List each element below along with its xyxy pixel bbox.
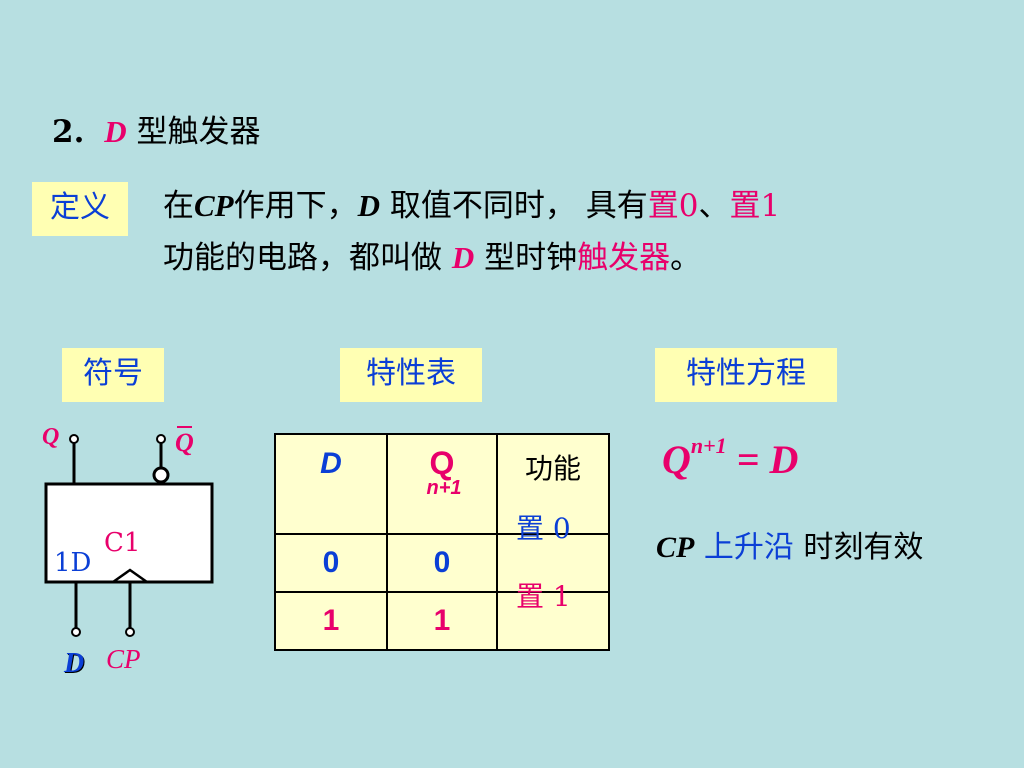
truth-table: D Q n+1 功能 0 0 1 1 [274,433,610,651]
definition-text: 在CP作用下，D 取值不同时， 具有置0、置1 功能的电路，都叫做 D 型时钟触… [163,180,963,284]
equation-q: Q [662,437,691,482]
symbol-label: 符号 [62,348,164,402]
symbol-cp-input-label: CP [106,644,141,674]
d-flip-flop-symbol [44,434,214,637]
equation-rhs: = D [726,437,799,482]
cp-input-terminal [125,627,135,637]
heading-d: D [104,114,127,149]
definition-line-2: 功能的电路，都叫做 D 型时钟触发器。 [163,240,702,276]
header-function: 功能 [524,452,581,485]
symbol-q-label: Q [42,424,60,450]
cell-d: 0 [274,533,388,593]
note-rest: 时刻有效 [793,530,924,565]
page-title: 2. D 型触发器 [52,106,260,151]
header-q-sup: n+1 [426,477,462,499]
header-d: D [320,447,342,480]
heading-number: 2. [52,114,85,150]
symbol-c1-label: C1 [104,528,141,558]
header-q: Q [429,445,455,481]
definition-tag: 定义 [32,182,128,236]
flip-flop-body [44,482,214,584]
table-label: 特性表 [340,348,482,402]
symbol-d-input-label: D [64,648,85,679]
equation-label: 特性方程 [655,348,837,402]
q-output-terminal [69,434,79,444]
overbar [177,426,192,428]
cell-q: 0 [386,533,498,593]
d-input-terminal [71,627,81,637]
symbol-qbar-label: Q [175,426,194,457]
definition-line-1: 在CP作用下，D 取值不同时， 具有置0、置1 [163,188,781,224]
equation-superscript: n+1 [690,432,727,458]
cell-d: 1 [274,591,388,651]
table-header-row: D Q n+1 功能 [274,433,610,535]
note-cp: CP [656,531,695,564]
table-row: 0 0 [274,533,610,593]
trigger-note: CP 上升沿 时刻有效 [656,522,923,566]
inversion-bubble [152,466,170,484]
function-set1: 置 1 [516,580,571,613]
symbol-1d-label: 1D [54,548,92,578]
characteristic-equation: Qn+1 = D [662,432,799,483]
function-set0: 置 0 [516,512,571,545]
heading-text: 型触发器 [136,114,261,150]
clock-edge-triangle [112,568,148,584]
table-row: 1 1 [274,591,610,651]
qbar-output-terminal [156,434,166,444]
note-rising-edge: 上升沿 [694,530,794,565]
cell-q: 1 [386,591,498,651]
